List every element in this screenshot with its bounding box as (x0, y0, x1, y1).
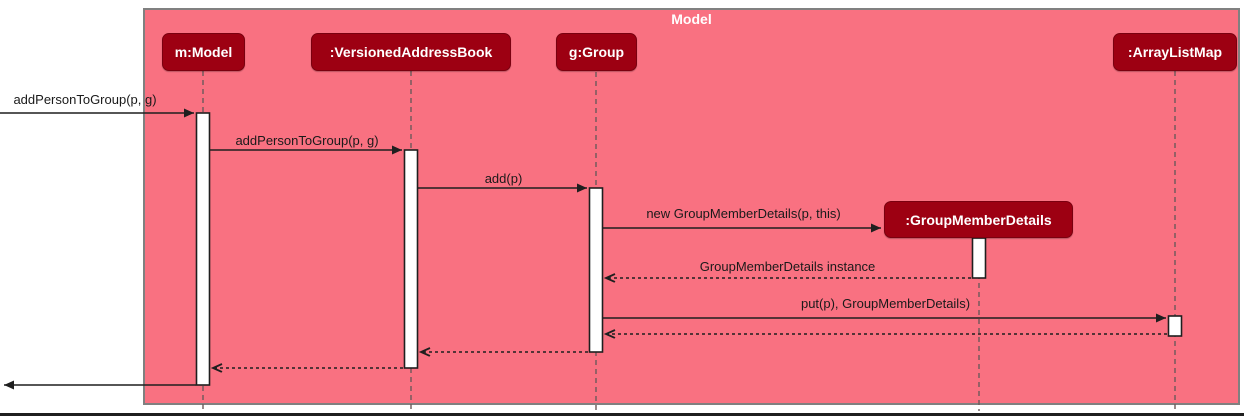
participant-label: m:Model (174, 44, 233, 60)
message-label-add-person-to-group-in: addPersonToGroup(p, g) (13, 92, 157, 107)
participant-label: :VersionedAddressBook (329, 44, 493, 60)
participant-label: :GroupMemberDetails (905, 211, 1052, 228)
activation-g-group (588, 187, 604, 353)
activation-array-list-map (1167, 315, 1183, 337)
lifeline-head-g-group: g:Group (556, 33, 637, 71)
message-label-add-person-to-group: addPersonToGroup(p, g) (235, 133, 379, 148)
message-label-gmd-instance: GroupMemberDetails instance (699, 259, 876, 274)
participant-label: g:Group (568, 44, 625, 60)
frame-title: Model (671, 11, 712, 27)
activation-versioned-address-book (403, 149, 419, 369)
lifeline-head-versioned-address-book: :VersionedAddressBook (311, 33, 511, 71)
participant-label: :ArrayListMap (1127, 44, 1223, 60)
message-label-new-group-member-details: new GroupMemberDetails(p, this) (646, 206, 841, 221)
message-label-add-p: add(p) (484, 171, 523, 186)
message-label-put: put(p), GroupMemberDetails) (800, 296, 971, 311)
lifeline-head-m-model: m:Model (162, 33, 245, 71)
created-object-group-member-details: :GroupMemberDetails (884, 201, 1073, 238)
activation-m-model (195, 112, 211, 386)
activation-group-member-details (971, 237, 987, 279)
bottom-separator-line (0, 413, 1244, 416)
lifeline-head-array-list-map: :ArrayListMap (1113, 33, 1237, 71)
